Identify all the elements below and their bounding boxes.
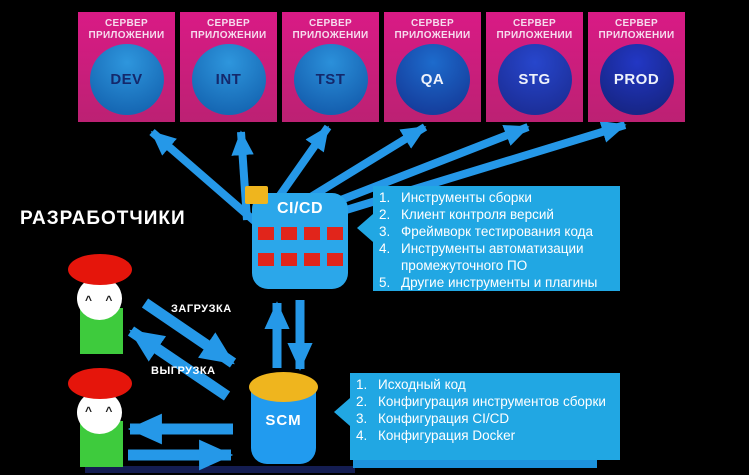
download-arrow — [127, 326, 231, 401]
callout-pointer-icon — [357, 214, 373, 242]
server-title: СЕРВЕР ПРИЛОЖЕНИИ — [88, 18, 165, 41]
environment-circle: INT — [191, 44, 266, 115]
list-item: Исходный код — [356, 376, 466, 393]
scm-label: SCM — [265, 412, 302, 429]
server-box-stg: СЕРВЕР ПРИЛОЖЕНИИ STG — [486, 12, 583, 122]
list-item: Конфигурация CI/CD — [356, 410, 510, 427]
list-item: Конфигурация инструментов сборки — [356, 393, 606, 410]
download-label: ВЫГРУЗКА — [151, 365, 216, 377]
server-title: СЕРВЕР ПРИЛОЖЕНИИ — [598, 18, 675, 41]
bottom-blue-bar — [353, 459, 597, 468]
server-title: СЕРВЕР ПРИЛОЖЕНИИ — [394, 18, 471, 41]
cicd-indicator-square — [280, 227, 297, 240]
callout-pointer-icon — [334, 398, 350, 426]
server-box-tst: СЕРВЕР ПРИЛОЖЕНИИ TST — [282, 12, 379, 122]
developer2-hat-icon — [68, 368, 132, 399]
server-box-prod: СЕРВЕР ПРИЛОЖЕНИИ PROD — [588, 12, 685, 122]
server-title: СЕРВЕР ПРИЛОЖЕНИИ — [292, 18, 369, 41]
list-item: Конфигурация Docker — [356, 427, 516, 444]
cicd-node: CI/CD — [245, 186, 348, 289]
environment-circle: QA — [395, 44, 470, 115]
developer1-hat-icon — [68, 254, 132, 285]
cicd-indicator-square — [257, 227, 274, 240]
upload-arrow — [141, 298, 237, 368]
list-item: Фреймворк тестирования кода — [379, 223, 594, 240]
scm-cylinder-top — [249, 372, 318, 402]
environment-circle: PROD — [599, 44, 674, 115]
server-title: СЕРВЕР ПРИЛОЖЕНИИ — [190, 18, 267, 41]
environment-circle: TST — [293, 44, 368, 115]
list-item: Инструменты автоматизации промежуточного… — [379, 240, 584, 273]
developer2-eyes: ^ ^ — [85, 404, 118, 418]
yellow-tag — [245, 186, 268, 204]
server-box-int: СЕРВЕР ПРИЛОЖЕНИИ INT — [180, 12, 277, 122]
server-box-dev: СЕРВЕР ПРИЛОЖЕНИИ DEV — [78, 12, 175, 122]
list-item: Инструменты сборки — [379, 189, 532, 206]
developer1-eyes: ^ ^ — [85, 293, 118, 307]
cicd-indicator-square — [257, 253, 274, 266]
cicd-indicator-square — [303, 253, 320, 266]
deploy-arrow-int — [231, 130, 254, 221]
upload-label: ЗАГРУЗКА — [171, 303, 232, 315]
cicd-indicator-square — [326, 253, 343, 266]
cicd-indicator-grid — [257, 227, 343, 266]
environment-circle: STG — [497, 44, 572, 115]
list-item: Клиент контроля версий — [379, 206, 554, 223]
application-server-row: СЕРВЕР ПРИЛОЖЕНИИ DEV СЕРВЕР ПРИЛОЖЕНИИ … — [78, 12, 685, 122]
cicd-indicator-square — [326, 227, 343, 240]
cicd-label: CI/CD — [276, 200, 324, 217]
cicd-indicator-square — [303, 227, 320, 240]
list-item: Другие инструменты и плагины — [379, 274, 598, 291]
server-title: СЕРВЕР ПРИЛОЖЕНИИ — [496, 18, 573, 41]
deploy-arrow-dev — [149, 128, 261, 228]
developers-heading: РАЗРАБОТЧИКИ — [20, 208, 186, 229]
server-box-qa: СЕРВЕР ПРИЛОЖЕНИИ QA — [384, 12, 481, 122]
environment-circle: DEV — [89, 44, 164, 115]
cicd-indicator-square — [280, 253, 297, 266]
